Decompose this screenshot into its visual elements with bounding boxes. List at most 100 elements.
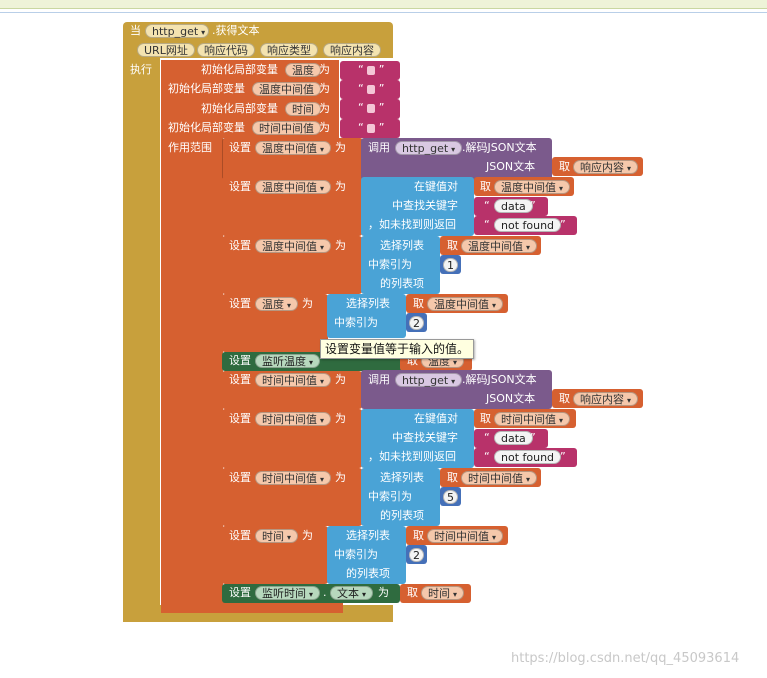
empty-text-block-3[interactable]: “ ” bbox=[340, 99, 400, 119]
set-label: 设置 bbox=[229, 297, 251, 310]
event-component-dropdown[interactable]: http_get bbox=[145, 24, 209, 38]
lookup-in-pairs-block-2[interactable] bbox=[361, 409, 474, 468]
text-notfound-value[interactable]: not found bbox=[494, 450, 562, 464]
get-var-dropdown[interactable]: 温度中间值 bbox=[494, 180, 571, 194]
set-label: 设置 bbox=[229, 354, 251, 367]
init-as-1: 为 bbox=[319, 63, 330, 76]
json-text-label: JSON文本 bbox=[486, 160, 536, 173]
get-label: 取 bbox=[559, 160, 570, 173]
local-var-time[interactable]: 时间 bbox=[285, 102, 321, 116]
select-item-label: 的列表项 bbox=[380, 277, 424, 290]
get-var-dropdown[interactable]: 时间中间值 bbox=[494, 412, 571, 426]
select-list-block-2[interactable] bbox=[327, 294, 406, 338]
select-list-label: 选择列表 bbox=[380, 239, 424, 252]
get-var-dropdown[interactable]: 温度中间值 bbox=[461, 239, 538, 253]
set-as-label: 为 bbox=[335, 471, 346, 484]
get-response-dropdown[interactable]: 响应内容 bbox=[573, 392, 639, 406]
set-var-dropdown[interactable]: 温度中间值 bbox=[255, 141, 332, 155]
event-param-content[interactable]: 响应内容 bbox=[323, 43, 381, 57]
event-when-label: 当 bbox=[130, 24, 141, 37]
lookup-find-key-label: 中查找关键字 bbox=[392, 431, 458, 444]
set-var-dropdown[interactable]: 时间 bbox=[255, 529, 299, 543]
select-list-block-3[interactable] bbox=[361, 468, 440, 526]
select-list-block-4[interactable] bbox=[327, 526, 406, 584]
select-list-label: 选择列表 bbox=[380, 471, 424, 484]
quote-open-icon: “ bbox=[484, 450, 490, 463]
select-index-label: 中索引为 bbox=[368, 490, 412, 503]
get-label: 取 bbox=[407, 354, 418, 367]
get-label: 取 bbox=[413, 297, 424, 310]
number-value[interactable]: 2 bbox=[409, 316, 424, 330]
lookup-not-found-label: ，如未找到则返回 bbox=[368, 218, 456, 231]
init-as-4: 为 bbox=[319, 121, 330, 134]
get-label: 取 bbox=[413, 529, 424, 542]
lookup-in-pairs-label: 在键值对 bbox=[414, 180, 458, 193]
get-var-dropdown[interactable]: 时间中间值 bbox=[461, 471, 538, 485]
set-as-label: 为 bbox=[335, 239, 346, 252]
decode-method-label: .解码JSON文本 bbox=[462, 141, 537, 154]
set-as-label: 为 bbox=[335, 373, 346, 386]
select-item-label: 的列表项 bbox=[380, 509, 424, 522]
select-list-block-1[interactable] bbox=[361, 236, 440, 294]
set-label: 设置 bbox=[229, 412, 251, 425]
lookup-in-pairs-block-1[interactable] bbox=[361, 177, 474, 236]
init-label-4: 初始化局部变量 bbox=[168, 121, 245, 134]
local-var-temp[interactable]: 温度 bbox=[285, 63, 321, 77]
select-index-label: 中索引为 bbox=[334, 548, 378, 561]
event-param-code[interactable]: 响应代码 bbox=[197, 43, 255, 57]
quote-close-icon: ” bbox=[560, 450, 566, 463]
local-vars-block[interactable] bbox=[161, 60, 223, 613]
component-temp-dropdown[interactable]: 监听温度 bbox=[255, 354, 321, 368]
scope-label: 作用范围 bbox=[168, 141, 212, 154]
property-text-dropdown[interactable]: 文本 bbox=[330, 586, 374, 600]
event-param-url[interactable]: URL网址 bbox=[137, 43, 195, 57]
set-as-label: 为 bbox=[302, 297, 313, 310]
text-notfound-value[interactable]: not found bbox=[494, 218, 562, 232]
set-as-label: 为 bbox=[302, 529, 313, 542]
set-label: 设置 bbox=[229, 586, 251, 599]
get-label: 取 bbox=[447, 239, 458, 252]
init-as-3: 为 bbox=[319, 102, 330, 115]
quote-open-icon: “ bbox=[484, 431, 490, 444]
empty-text-block-4[interactable]: “ ” bbox=[340, 119, 400, 138]
number-value[interactable]: 5 bbox=[443, 490, 458, 504]
dot-label: . bbox=[323, 586, 327, 599]
get-var-dropdown[interactable]: 温度中间值 bbox=[427, 297, 504, 311]
set-var-dropdown[interactable]: 时间中间值 bbox=[255, 412, 332, 426]
number-value[interactable]: 1 bbox=[443, 258, 458, 272]
get-var-dropdown[interactable]: 时间 bbox=[421, 586, 465, 600]
set-as-label: 为 bbox=[335, 180, 346, 193]
set-var-dropdown[interactable]: 温度中间值 bbox=[255, 180, 332, 194]
get-var-dropdown[interactable]: 时间中间值 bbox=[427, 529, 504, 543]
json-component-dropdown[interactable]: http_get bbox=[395, 373, 463, 387]
init-label-2: 初始化局部变量 bbox=[168, 82, 245, 95]
select-index-label: 中索引为 bbox=[368, 258, 412, 271]
event-param-type[interactable]: 响应类型 bbox=[260, 43, 318, 57]
set-var-dropdown[interactable]: 时间中间值 bbox=[255, 373, 332, 387]
get-response-dropdown[interactable]: 响应内容 bbox=[573, 160, 639, 174]
set-var-dropdown[interactable]: 温度中间值 bbox=[255, 239, 332, 253]
set-label: 设置 bbox=[229, 141, 251, 154]
set-var-dropdown[interactable]: 温度 bbox=[255, 297, 299, 311]
empty-text-block-2[interactable]: “ ” bbox=[340, 80, 400, 99]
get-label: 取 bbox=[480, 180, 491, 193]
init-label-1: 初始化局部变量 bbox=[201, 63, 278, 76]
set-label: 设置 bbox=[229, 471, 251, 484]
quote-close-icon: ” bbox=[560, 218, 566, 231]
window-top-bar bbox=[0, 0, 767, 9]
set-var-dropdown[interactable]: 时间中间值 bbox=[255, 471, 332, 485]
number-value[interactable]: 2 bbox=[409, 548, 424, 562]
text-data-value[interactable]: data bbox=[494, 199, 533, 213]
text-data-value[interactable]: data bbox=[494, 431, 533, 445]
event-name-label: .获得文本 bbox=[212, 24, 260, 37]
empty-text-block-1[interactable]: “ ” bbox=[340, 61, 400, 80]
set-as-label: 为 bbox=[378, 586, 389, 599]
set-label: 设置 bbox=[229, 529, 251, 542]
call-label: 调用 bbox=[368, 141, 390, 154]
local-var-temp-mid[interactable]: 温度中间值 bbox=[252, 82, 321, 96]
select-index-label: 中索引为 bbox=[334, 316, 378, 329]
set-label: 设置 bbox=[229, 239, 251, 252]
local-var-time-mid[interactable]: 时间中间值 bbox=[252, 121, 321, 135]
component-time-dropdown[interactable]: 监听时间 bbox=[255, 586, 321, 600]
json-component-dropdown[interactable]: http_get bbox=[395, 141, 463, 155]
